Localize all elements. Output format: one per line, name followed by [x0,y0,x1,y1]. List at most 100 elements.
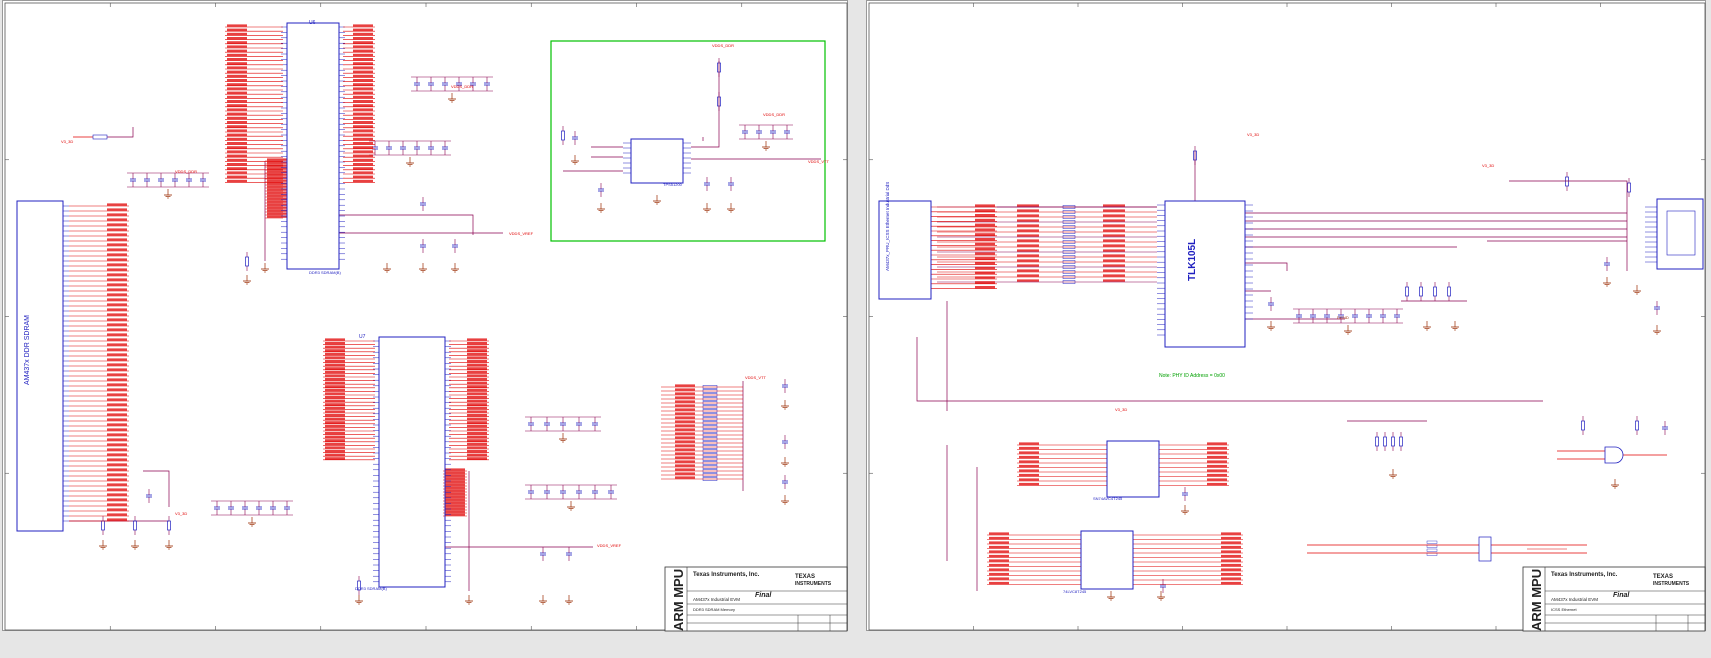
net-label-mark [107,278,127,281]
net-label-mark [107,373,127,376]
net-label-mark [975,242,995,246]
net-label-mark [107,518,127,521]
net-label-mark [675,416,695,419]
net-label-mark [1103,259,1125,262]
net-label-mark [107,363,127,366]
net-label-mark [445,480,465,483]
net-label-mark [1017,254,1039,257]
net-label-mark [107,433,127,436]
net-label-mark [227,74,247,78]
net-label-mark [975,218,995,222]
net-label-mark [353,150,373,153]
net-label-mark [353,146,373,149]
net-label-mark [675,432,695,435]
ic-body [286,22,340,270]
net-label-mark [1207,460,1227,463]
net-label-mark [227,116,247,120]
net-label-mark [267,185,287,188]
net-label-mark [107,233,127,236]
net-label-mark [1017,204,1039,207]
net-label-mark [1017,274,1039,277]
net-label-mark [353,66,373,69]
net-label-mark [353,74,373,78]
net-label-mark [445,492,465,495]
resistor [1426,552,1438,556]
net-label-mark [1221,577,1241,580]
net-label-mark [675,472,695,475]
net-label-mark [107,418,127,421]
signal-wire [691,91,720,148]
net-label-mark [467,370,487,374]
net-label-mark [107,323,127,326]
net-label-mark [1207,455,1227,459]
net-label-mark [467,417,487,420]
net-label-mark [675,452,695,455]
net-label-mark [1019,442,1039,445]
net-label-mark [227,83,247,86]
net-label-mark [675,440,695,443]
net-label-mark [227,129,247,132]
net-label-mark [325,421,345,424]
title-block-logo-text: INSTRUMENTS [1653,581,1690,587]
net-label-mark [325,360,345,363]
net-label-mark [267,212,287,215]
net-label-mark [467,374,487,377]
net-label-mark [675,424,695,427]
net-label-mark [445,477,465,480]
net-label-mark [353,142,373,145]
net-label-mark [989,572,1009,576]
net-label-mark [325,381,345,384]
net-label-mark [227,87,247,90]
title-block: ARM MPU Texas Instruments, Inc. Final TE… [1522,566,1706,632]
net-label-mark [989,545,1009,549]
vtt-regulator-part: TPS51200 [663,182,683,187]
net-label-mark [227,70,247,73]
net-label-mark [675,460,695,463]
net-label-mark [1207,442,1227,445]
net-label-mark [353,158,373,162]
net-label-mark [1019,473,1039,477]
net-label-mark [1221,563,1241,567]
net-label-mark [1017,249,1039,252]
net-label-mark [107,208,127,211]
net-label-mark [267,206,287,209]
signal-wire [339,214,474,235]
net-label-mark [467,338,487,341]
net-label-mark [107,273,127,276]
net-label-mark [1207,473,1227,477]
net-label-mark [107,478,127,481]
ic-body [1106,440,1160,498]
net-label-mark [989,559,1009,562]
net-label-mark [975,209,995,212]
net-label-mark [353,175,373,178]
net-label-mark [675,408,695,411]
net-label-mark [353,37,373,40]
net-label-mark [675,476,695,479]
net-label-mark [1207,446,1227,450]
net-label-mark [467,352,487,356]
net-label-mark [445,486,465,489]
net-label-mark [989,554,1009,558]
net-label-mark [1221,572,1241,576]
net-label-mark [353,179,373,183]
net-label-mark [353,62,373,65]
net-label-mark [353,53,373,57]
net-label-mark [325,367,345,370]
net-label-mark [1017,244,1039,247]
net-label-mark [227,154,247,157]
net-label-mark [227,142,247,145]
net-label-mark [467,360,487,363]
net-label-mark [975,228,995,231]
net-label-mark [107,508,127,511]
net-label-mark [675,448,695,451]
net-label-mark [267,161,287,164]
net-label-mark [267,167,287,170]
net-label-mark [227,150,247,153]
net-label-mark [267,209,287,212]
net-label-mark [325,385,345,388]
net-label-mark [353,116,373,120]
net-label-mark [353,104,373,107]
net-label-mark [1207,451,1227,454]
net-label-mark [227,133,247,136]
net-label-mark [107,248,127,251]
